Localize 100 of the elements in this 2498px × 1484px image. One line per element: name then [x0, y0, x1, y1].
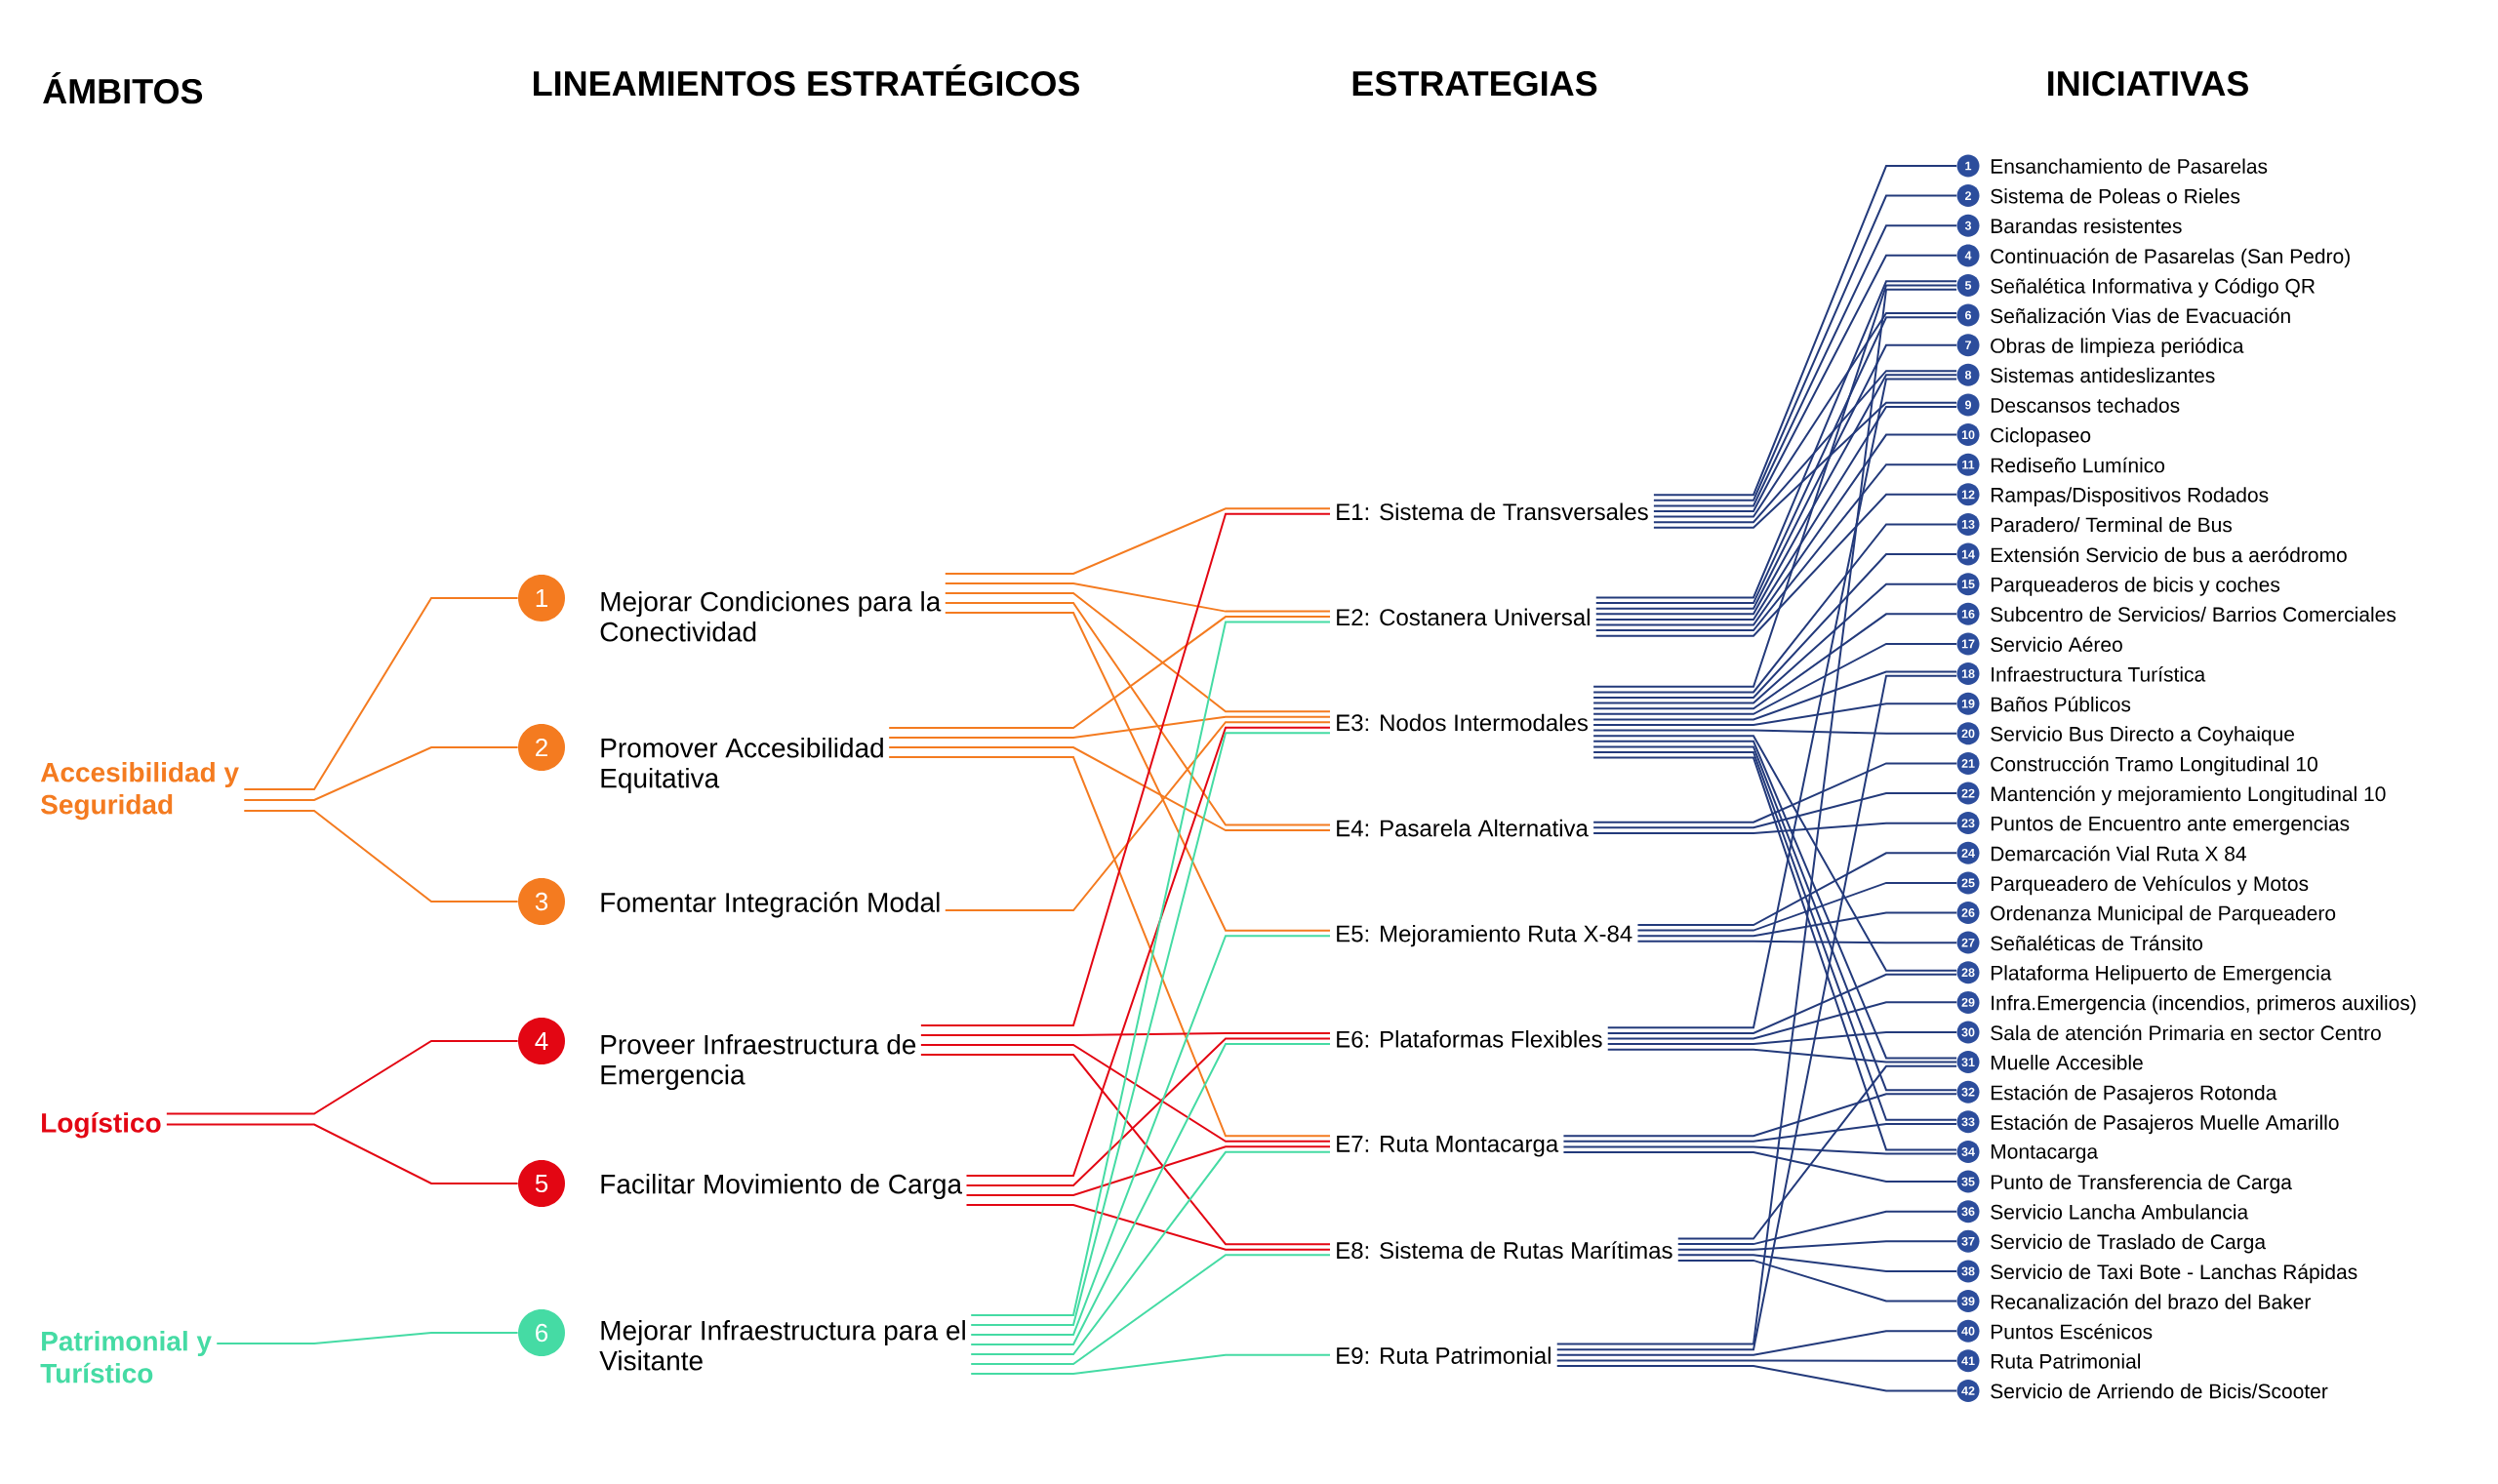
number-badge: 27 [1956, 931, 1980, 954]
strategy-label: E6: Plataformas Flexibles [1337, 1030, 1602, 1048]
number-badge: 18 [1956, 662, 1980, 685]
number-badge: 2 [1956, 184, 1980, 208]
connector-line [1592, 822, 1958, 834]
number-badge: 37 [1956, 1229, 1980, 1253]
connector-line [1636, 940, 1958, 944]
number-badge: 29 [1956, 990, 1980, 1014]
connector-line [970, 935, 1331, 1336]
connector-line [1592, 670, 1958, 721]
number-badge: 33 [1956, 1110, 1980, 1134]
column-header: INICIATIVAS [2048, 70, 2248, 97]
connector-line [1594, 493, 1958, 637]
initiative-text: Subcentro de Servicios/ Barrios Comerciales [1991, 606, 2397, 622]
number-badge: 19 [1956, 692, 1980, 715]
number-badge: 20 [1956, 722, 1980, 745]
number-badge: 15 [1956, 573, 1980, 596]
connector-line [1606, 1031, 1958, 1046]
number-badge: 40 [1956, 1319, 1980, 1343]
initiative-text: Demarcación Vial Ruta X 84 [1991, 845, 2246, 862]
connector-line [1606, 378, 1958, 1029]
guideline-text: Mejorar Infraestructura para el Visitante [599, 1320, 965, 1371]
connector-line [944, 507, 1331, 575]
strategy-label: E1: Sistema de Transversales [1337, 502, 1648, 521]
initiative-text: Ensanchamiento de Pasarelas [1991, 158, 2268, 174]
initiative-text: Rediseño Lumínico [1991, 457, 2165, 473]
number-badge: 1 [1956, 154, 1980, 178]
connector-line [888, 715, 1331, 739]
connector-line [1592, 792, 1958, 829]
connector-line [965, 1145, 1331, 1196]
initiative-text: Ordenanza Municipal de Parqueadero [1991, 905, 2336, 925]
connector-line [1555, 674, 1958, 1351]
connector-line [216, 1332, 519, 1344]
number-badge: 4 [1956, 244, 1980, 267]
connector-line [1652, 370, 1958, 524]
connector-line [165, 1123, 519, 1184]
connector-line [944, 612, 1331, 932]
connector-line [944, 582, 1331, 613]
connector-line [1594, 406, 1958, 621]
strategy-label: E2: Costanera Universal [1337, 608, 1590, 626]
number-badge: 32 [1956, 1080, 1980, 1103]
number-badge: 24 [1956, 841, 1980, 864]
number-badge: 26 [1956, 902, 1980, 924]
number-badge: 28 [1956, 961, 1980, 984]
connector-line [1592, 613, 1958, 710]
category-label: Accesibilidad y Seguridad [40, 762, 239, 821]
initiative-text: Infra.Emergencia (incendios, primeros auxilios) [1992, 994, 2416, 1015]
number-badge: 22 [1956, 782, 1980, 805]
number-badge: 30 [1956, 1021, 1980, 1044]
category-label: Patrimonial y Turístico [40, 1331, 212, 1384]
initiative-text: Servicio de Traslado de Carga [1991, 1233, 2267, 1254]
connector-line [1555, 1365, 1958, 1392]
connector-line [888, 756, 1331, 1138]
connector-line [944, 602, 1331, 826]
connector-line [1652, 401, 1958, 529]
number-badge: 36 [1956, 1200, 1980, 1223]
connector-line [1606, 973, 1958, 1034]
guideline-text: Facilitar Movimiento de Carga [601, 1174, 963, 1200]
connector-line [1555, 288, 1958, 1345]
initiative-text: Servicio de Taxi Bote - Lanchas Rápidas [1991, 1263, 2357, 1284]
number-badge: 8 [1956, 363, 1980, 386]
column-header: ESTRATEGIAS [1352, 70, 1597, 97]
number-badge: 17 [1956, 632, 1980, 656]
connector-line [1562, 1093, 1958, 1138]
guideline-text: Proveer Infraestructura de Emergencia [601, 1034, 916, 1091]
number-badge: 10 [1956, 423, 1980, 447]
number-badge: 4 [518, 1018, 565, 1064]
connector-line [1592, 553, 1958, 699]
guideline-text: Promover Accesibilidad Equitativa [601, 738, 883, 794]
connector-line [888, 616, 1331, 729]
connector-line [1676, 1064, 1958, 1240]
initiative-text: Rampas/Dispositivos Rodados [1991, 487, 2269, 506]
number-badge: 34 [1956, 1141, 1980, 1163]
number-badge: 3 [1956, 214, 1980, 237]
initiative-text: Puntos Escénicos [1991, 1323, 2153, 1340]
number-badge: 2 [518, 724, 565, 771]
initiative-text: Baños Públicos [1991, 696, 2131, 712]
number-badge: 6 [518, 1309, 565, 1356]
guideline-text: Fomentar Integración Modal [601, 892, 940, 918]
connector-line [965, 726, 1331, 1177]
initiative-text: Sala de atención Primaria en sector Centro [1991, 1024, 2381, 1041]
strategy-label: E4: Pasarela Alternativa [1337, 819, 1589, 837]
connector-line [1636, 881, 1958, 932]
strategy-label: E3: Nodos Intermodales [1337, 713, 1588, 732]
number-badge: 38 [1956, 1260, 1980, 1283]
connector-line [970, 732, 1331, 1326]
connector-line [1636, 911, 1958, 938]
number-badge: 39 [1956, 1290, 1980, 1313]
connector-line [944, 592, 1331, 713]
number-badge: 3 [518, 878, 565, 925]
initiative-text: Estación de Pasajeros Rotonda [1991, 1084, 2277, 1104]
initiative-text: Puntos de Encuentro ante emergencias [1991, 816, 2350, 835]
connector-line [1592, 523, 1958, 694]
connector-line [1676, 1210, 1958, 1246]
number-badge: 31 [1956, 1051, 1980, 1074]
strategy-label: E7: Ruta Montacarga [1337, 1136, 1559, 1157]
connector-line [1636, 852, 1958, 926]
number-badge: 6 [1956, 303, 1980, 327]
connector-line [243, 810, 519, 902]
connector-line [1562, 1145, 1958, 1155]
